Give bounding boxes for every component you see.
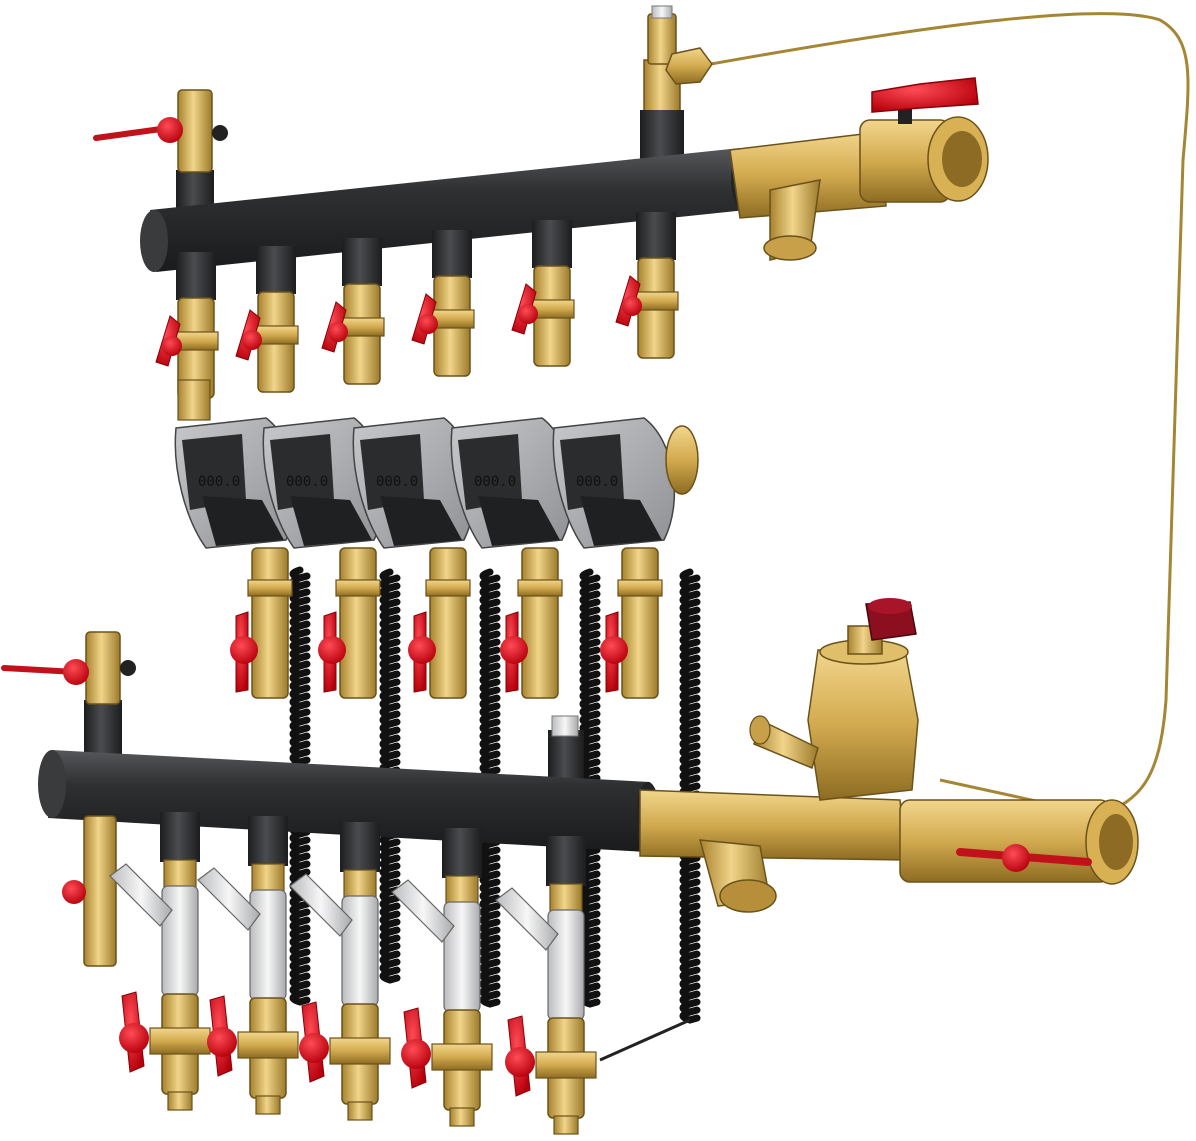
upper-manifold-bar (150, 148, 746, 272)
lower-outlet-stub-2 (248, 816, 288, 866)
lower-left-drain-riser (84, 700, 122, 760)
lower-outlets (62, 812, 691, 1135)
supply-valve-body-3 (429, 547, 467, 699)
upper-left-drain-tail (177, 379, 211, 421)
chrome-branch-2 (197, 867, 261, 931)
upper-outlet-stub-2 (256, 246, 296, 294)
lower-outlet-stub-3 (340, 822, 380, 872)
left-drain-handle (157, 117, 183, 143)
flow-meter-reading-2: 000.0 (286, 474, 328, 490)
chrome-tee-5 (547, 909, 585, 1021)
flow-meter-4: 000.0 (450, 417, 574, 549)
chrome-branch-4 (391, 879, 455, 943)
upper-main-ball-valve-handle (871, 77, 979, 113)
lower-main-ball-valve-handle (1002, 844, 1030, 872)
flow-meter-reading-4: 000.0 (474, 474, 516, 490)
upper-filter-valve-group (729, 77, 989, 261)
flow-meter-window-1 (182, 434, 246, 510)
flow-meter-3: 000.0 (352, 417, 476, 549)
lower-outlet-stub-4 (442, 828, 482, 878)
supply-valve-body-4 (521, 547, 559, 699)
left-drain-valve-body (177, 89, 213, 173)
lower-left-drain-body (83, 815, 117, 967)
upper-outlet-stub-3 (342, 238, 382, 286)
upper-manifold (93, 5, 989, 272)
chrome-tee-4 (443, 901, 481, 1013)
chrome-tee-2 (249, 889, 287, 1001)
flow-meters: 000.0 000.0 000.0 000.0 000.0 (174, 417, 699, 549)
flow-meter-reading-3: 000.0 (376, 474, 418, 490)
flow-meter-window-4 (458, 434, 522, 510)
bottom-link-wire (599, 1018, 691, 1062)
chrome-tee-3 (341, 895, 379, 1007)
upper-outlet-stub-4 (432, 230, 472, 278)
lower-manifold (1, 598, 1139, 913)
meter-end-fitting (665, 425, 699, 495)
capillary-wire (699, 12, 1190, 817)
upper-vent-nut (665, 47, 713, 85)
chrome-branch-1 (109, 863, 173, 927)
supply-valve-body-1 (251, 547, 289, 699)
supply-valve-body-2 (339, 547, 377, 699)
flow-meter-reading-5: 000.0 (576, 474, 618, 490)
lower-filter-pump-valve-group (639, 598, 1139, 913)
lower-left-drain-handle (63, 659, 89, 685)
upper-outlets (155, 212, 679, 421)
flow-meter-5: 000.0 (552, 417, 676, 549)
upper-outlet-stub-5 (532, 220, 572, 268)
chrome-branch-5 (495, 887, 559, 951)
supply-outlet-valves (230, 547, 663, 699)
lower-left-drain-valve-body (85, 631, 121, 705)
upper-outlet-stub-1 (176, 252, 216, 300)
lower-left-drain-handle-2 (62, 880, 86, 904)
lower-outlet-stub-1 (160, 812, 200, 862)
upper-outlet-stub-6 (636, 212, 676, 260)
lower-outlet-stub-5 (546, 836, 586, 886)
flow-meter-2: 000.0 (262, 417, 386, 549)
chrome-branch-3 (289, 873, 353, 937)
flow-meter-window-2 (270, 434, 334, 510)
flow-meter-reading-1: 000.0 (198, 474, 240, 490)
supply-valve-body-5 (621, 547, 659, 699)
flow-meter-window-3 (360, 434, 424, 510)
chrome-tee-1 (161, 885, 199, 997)
flow-meter-window-5 (560, 434, 624, 510)
